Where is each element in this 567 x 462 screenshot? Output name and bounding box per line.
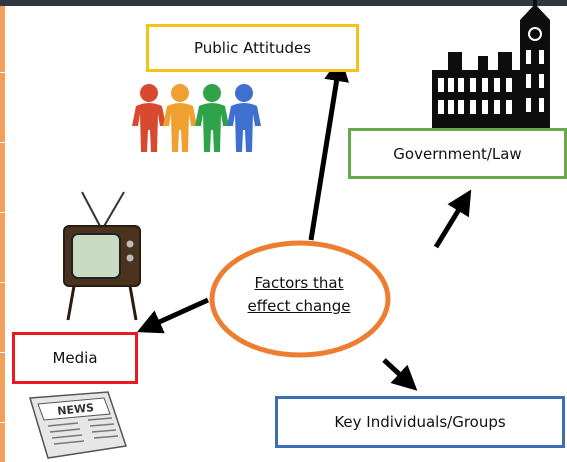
key-individuals-box: Key Individuals/Groups: [275, 396, 565, 448]
arrow-to-government-law: [433, 189, 472, 249]
key-individuals-label: Key Individuals/Groups: [334, 413, 506, 431]
government-law-label: Government/Law: [393, 144, 522, 163]
center-label-line2: effect change: [247, 297, 351, 315]
government-law-box: Government/Law: [348, 128, 567, 179]
center-label: Factors that effect change: [240, 272, 358, 318]
center-ellipse: [209, 240, 391, 358]
public-attitudes-box: Public Attitudes: [146, 24, 359, 72]
newspaper-icon: NEWS: [29, 391, 127, 459]
arrow-to-public-attitudes: [308, 56, 349, 241]
parliament-icon: [432, 0, 550, 128]
media-box: Media: [12, 332, 138, 384]
arrow-to-media: [136, 297, 210, 334]
left-edge-line: [0, 6, 5, 462]
arrow-to-key-individuals: [382, 358, 418, 391]
center-label-line1: Factors that: [254, 274, 344, 292]
television-icon: [63, 191, 141, 321]
svg-text:NEWS: NEWS: [57, 401, 95, 418]
people-icon: [132, 84, 261, 152]
media-label: Media: [52, 349, 98, 367]
public-attitudes-label: Public Attitudes: [193, 39, 312, 57]
top-bar: [0, 0, 567, 6]
